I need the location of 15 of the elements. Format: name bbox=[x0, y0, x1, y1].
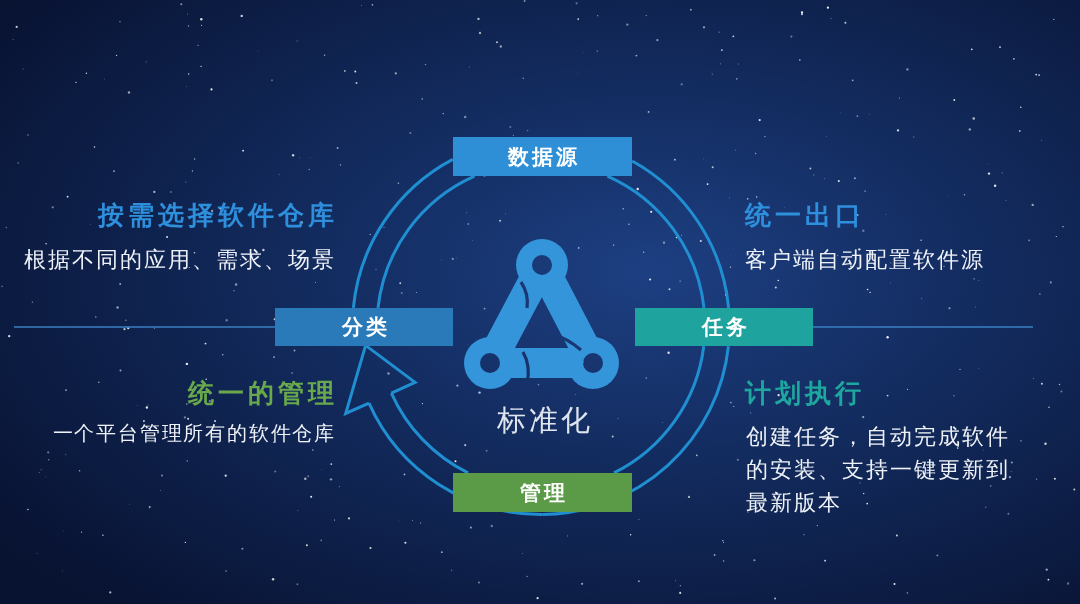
label-box: 分类 bbox=[275, 308, 453, 346]
section-heading: 按需选择软件仓库 bbox=[98, 199, 338, 232]
description-text: 客户端自动配置软件源 bbox=[745, 246, 985, 274]
description-text: 一个平台管理所有的软件仓库 bbox=[52, 421, 336, 446]
description-text: 根据不同的应用、需求、场景 bbox=[24, 246, 336, 274]
center-caption: 标准化 bbox=[497, 402, 593, 439]
connector-line bbox=[351, 157, 477, 310]
label-box: 数据源 bbox=[453, 137, 632, 176]
section-heading: 计划执行 bbox=[745, 377, 865, 410]
label-box: 任务 bbox=[635, 308, 813, 346]
section-heading: 统一的管理 bbox=[188, 377, 338, 410]
connector-line bbox=[605, 159, 731, 310]
label-box: 管理 bbox=[453, 473, 632, 512]
description-text: 创建任务，自动完成软件的安装、支持一键更新到最新版本 bbox=[746, 423, 1011, 517]
section-heading: 统一出口 bbox=[745, 199, 865, 232]
